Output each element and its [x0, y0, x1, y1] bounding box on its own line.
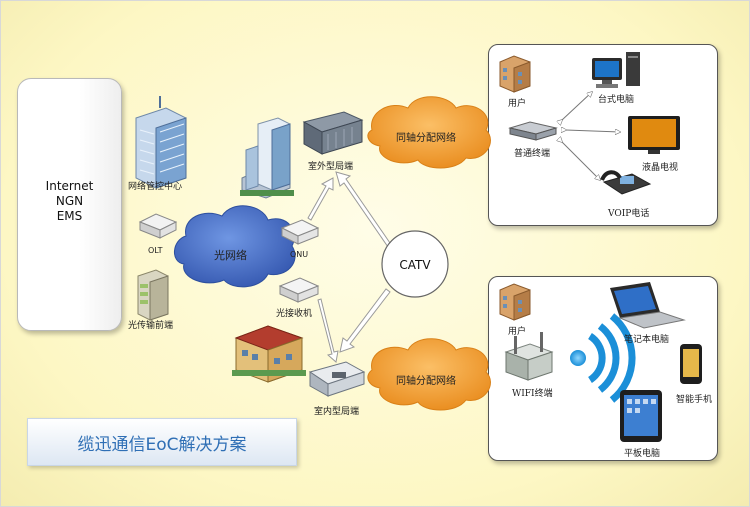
optical-network-cloud: [174, 205, 296, 288]
lcd-tv-icon: [628, 116, 680, 154]
building-network-center-icon: [135, 96, 187, 189]
smartphone-label: 智能手机: [676, 395, 713, 405]
network-center-label: 网络管控中心: [128, 182, 183, 192]
terminal-device-icon: [508, 121, 558, 141]
optical-front-rack-icon: [137, 269, 169, 321]
optical-receiver-label: 光接收机: [276, 309, 313, 319]
desktop-pc-icon: [592, 52, 640, 88]
terminal-label: 普通终端: [514, 149, 551, 159]
coax-cloud-top: [367, 96, 491, 169]
arrow-catv-to-indoor: [339, 288, 391, 353]
optical-front-label: 光传输前端: [128, 321, 174, 331]
wifi-signal-icon: [570, 313, 636, 403]
wifi-terminal-label: WIFI终端: [512, 389, 553, 399]
outdoor-headend-icon: [302, 111, 364, 155]
arrow-receiver-indoor: [317, 298, 339, 363]
optical-network-label: 光网络: [214, 249, 247, 262]
laptop-icon: [610, 282, 686, 329]
outdoor-headend-label: 室外型局端: [308, 162, 354, 172]
onu-label: ONU: [290, 250, 309, 259]
top-user-label: 用户: [508, 99, 527, 109]
laptop-label: 笔记本电脑: [624, 335, 670, 345]
residential-building-icon: [232, 325, 306, 383]
catv-label: CATV: [399, 258, 431, 272]
top-panel-arrows: [562, 92, 620, 180]
voip-phone-icon: [600, 170, 652, 195]
onu-icon: [280, 219, 320, 245]
voip-phone-label: VOIP电话: [608, 209, 650, 219]
smartphone-icon: [680, 344, 702, 384]
core-internet-label: Internet: [45, 179, 94, 193]
skyscraper-icon: [240, 117, 294, 199]
page-title: 缆迅通信EoC解决方案: [77, 435, 247, 455]
indoor-headend-icon: [308, 361, 366, 397]
bottom-panel-user-building-icon: [499, 283, 531, 321]
lcd-tv-label: 液晶电视: [642, 163, 679, 173]
arrow-onu-outdoor: [307, 177, 334, 221]
title-box: 缆迅通信EoC解决方案: [27, 418, 297, 466]
core-ngn-label: NGN: [55, 194, 84, 208]
core-network-box: Internet NGN EMS: [17, 78, 122, 331]
tablet-label: 平板电脑: [624, 449, 661, 459]
coax-cloud-bottom: [367, 338, 491, 411]
bottom-user-label: 用户: [508, 327, 527, 337]
desktop-pc-label: 台式电脑: [598, 95, 635, 105]
wifi-terminal-icon: [504, 332, 554, 381]
coax-network-bottom-label: 同轴分配网络: [396, 376, 456, 387]
catv-arrows: [335, 171, 391, 353]
indoor-headend-label: 室内型局端: [314, 407, 360, 417]
coax-network-top-label: 同轴分配网络: [396, 133, 456, 144]
headend-arrows: [307, 177, 339, 363]
catv-circle: [381, 230, 449, 298]
arrow-catv-to-outdoor: [335, 171, 391, 248]
core-network-text: Internet NGN EMS: [18, 179, 121, 224]
tablet-icon: [620, 390, 662, 442]
olt-label: OLT: [148, 246, 163, 255]
olt-icon: [138, 213, 178, 239]
core-ems-label: EMS: [56, 209, 83, 223]
top-panel-user-building-icon: [499, 55, 531, 93]
optical-receiver-icon: [278, 277, 320, 303]
